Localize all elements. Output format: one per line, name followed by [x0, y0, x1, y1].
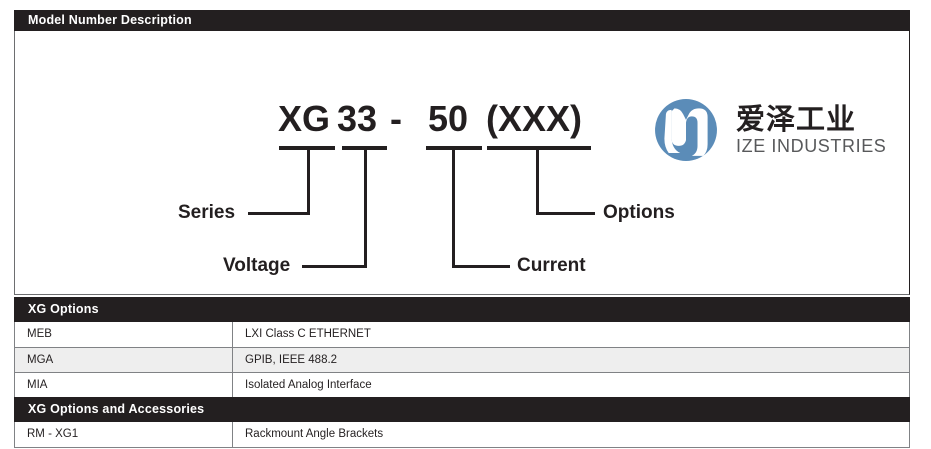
table-row: MIA Isolated Analog Interface	[14, 372, 910, 398]
leader-line-current-horizontal	[452, 265, 510, 268]
table-title-xg-options-accessories: XG Options and Accessories	[28, 402, 205, 417]
ize-industries-mark-icon	[655, 99, 717, 161]
option-code: MIA	[14, 372, 233, 398]
logo-name-cn: 爱泽工业	[736, 102, 857, 136]
leader-line-current-vertical	[452, 148, 455, 268]
option-code: MGA	[14, 347, 233, 373]
model-segment-separator: -	[390, 98, 402, 139]
xg-options-table: MEB LXI Class C ETHERNET MGA GPIB, IEEE …	[14, 322, 910, 398]
leader-line-voltage-horizontal	[302, 265, 367, 268]
callout-label-options: Options	[603, 202, 675, 223]
leader-line-series-vertical	[307, 148, 310, 215]
model-segment-options: (XXX)	[486, 98, 583, 139]
option-code: RM - XG1	[14, 422, 233, 448]
option-description: LXI Class C ETHERNET	[232, 322, 910, 348]
option-description: Isolated Analog Interface	[232, 372, 910, 398]
xg-options-accessories-table: RM - XG1 Rackmount Angle Brackets	[14, 422, 910, 448]
logo-name-en: IZE INDUSTRIES	[736, 136, 887, 156]
callout-label-current: Current	[517, 255, 586, 276]
table-row: MGA GPIB, IEEE 488.2	[14, 347, 910, 373]
table-row: RM - XG1 Rackmount Angle Brackets	[14, 422, 910, 448]
page-title: Model Number Description	[28, 13, 192, 28]
section-title-bar: Model Number Description	[14, 10, 910, 31]
model-segment-series: XG	[278, 98, 331, 139]
leader-line-options-horizontal	[536, 212, 595, 215]
callout-label-voltage: Voltage	[223, 255, 291, 276]
leader-line-voltage-vertical	[364, 148, 367, 268]
table-title-bar-xg-options: XG Options	[14, 297, 910, 322]
model-segment-current: 50	[428, 98, 469, 139]
table-title-xg-options: XG Options	[28, 302, 99, 317]
table-row: MEB LXI Class C ETHERNET	[14, 322, 910, 348]
option-code: MEB	[14, 322, 233, 348]
model-number-diagram: XG 33 - 50 (XXX) Series Voltage Current …	[14, 31, 910, 295]
leader-line-series-horizontal	[248, 212, 310, 215]
option-description: GPIB, IEEE 488.2	[232, 347, 910, 373]
logo-wordmark: 爱泽工业 IZE INDUSTRIES	[736, 102, 887, 156]
table-title-bar-xg-options-accessories: XG Options and Accessories	[14, 397, 910, 422]
company-logo: 爱泽工业 IZE INDUSTRIES	[650, 94, 912, 166]
callout-label-series: Series	[178, 202, 236, 223]
model-segment-voltage: 33	[337, 98, 378, 139]
option-description: Rackmount Angle Brackets	[232, 422, 910, 448]
leader-line-options-vertical	[536, 148, 539, 215]
underline-options	[487, 146, 591, 150]
